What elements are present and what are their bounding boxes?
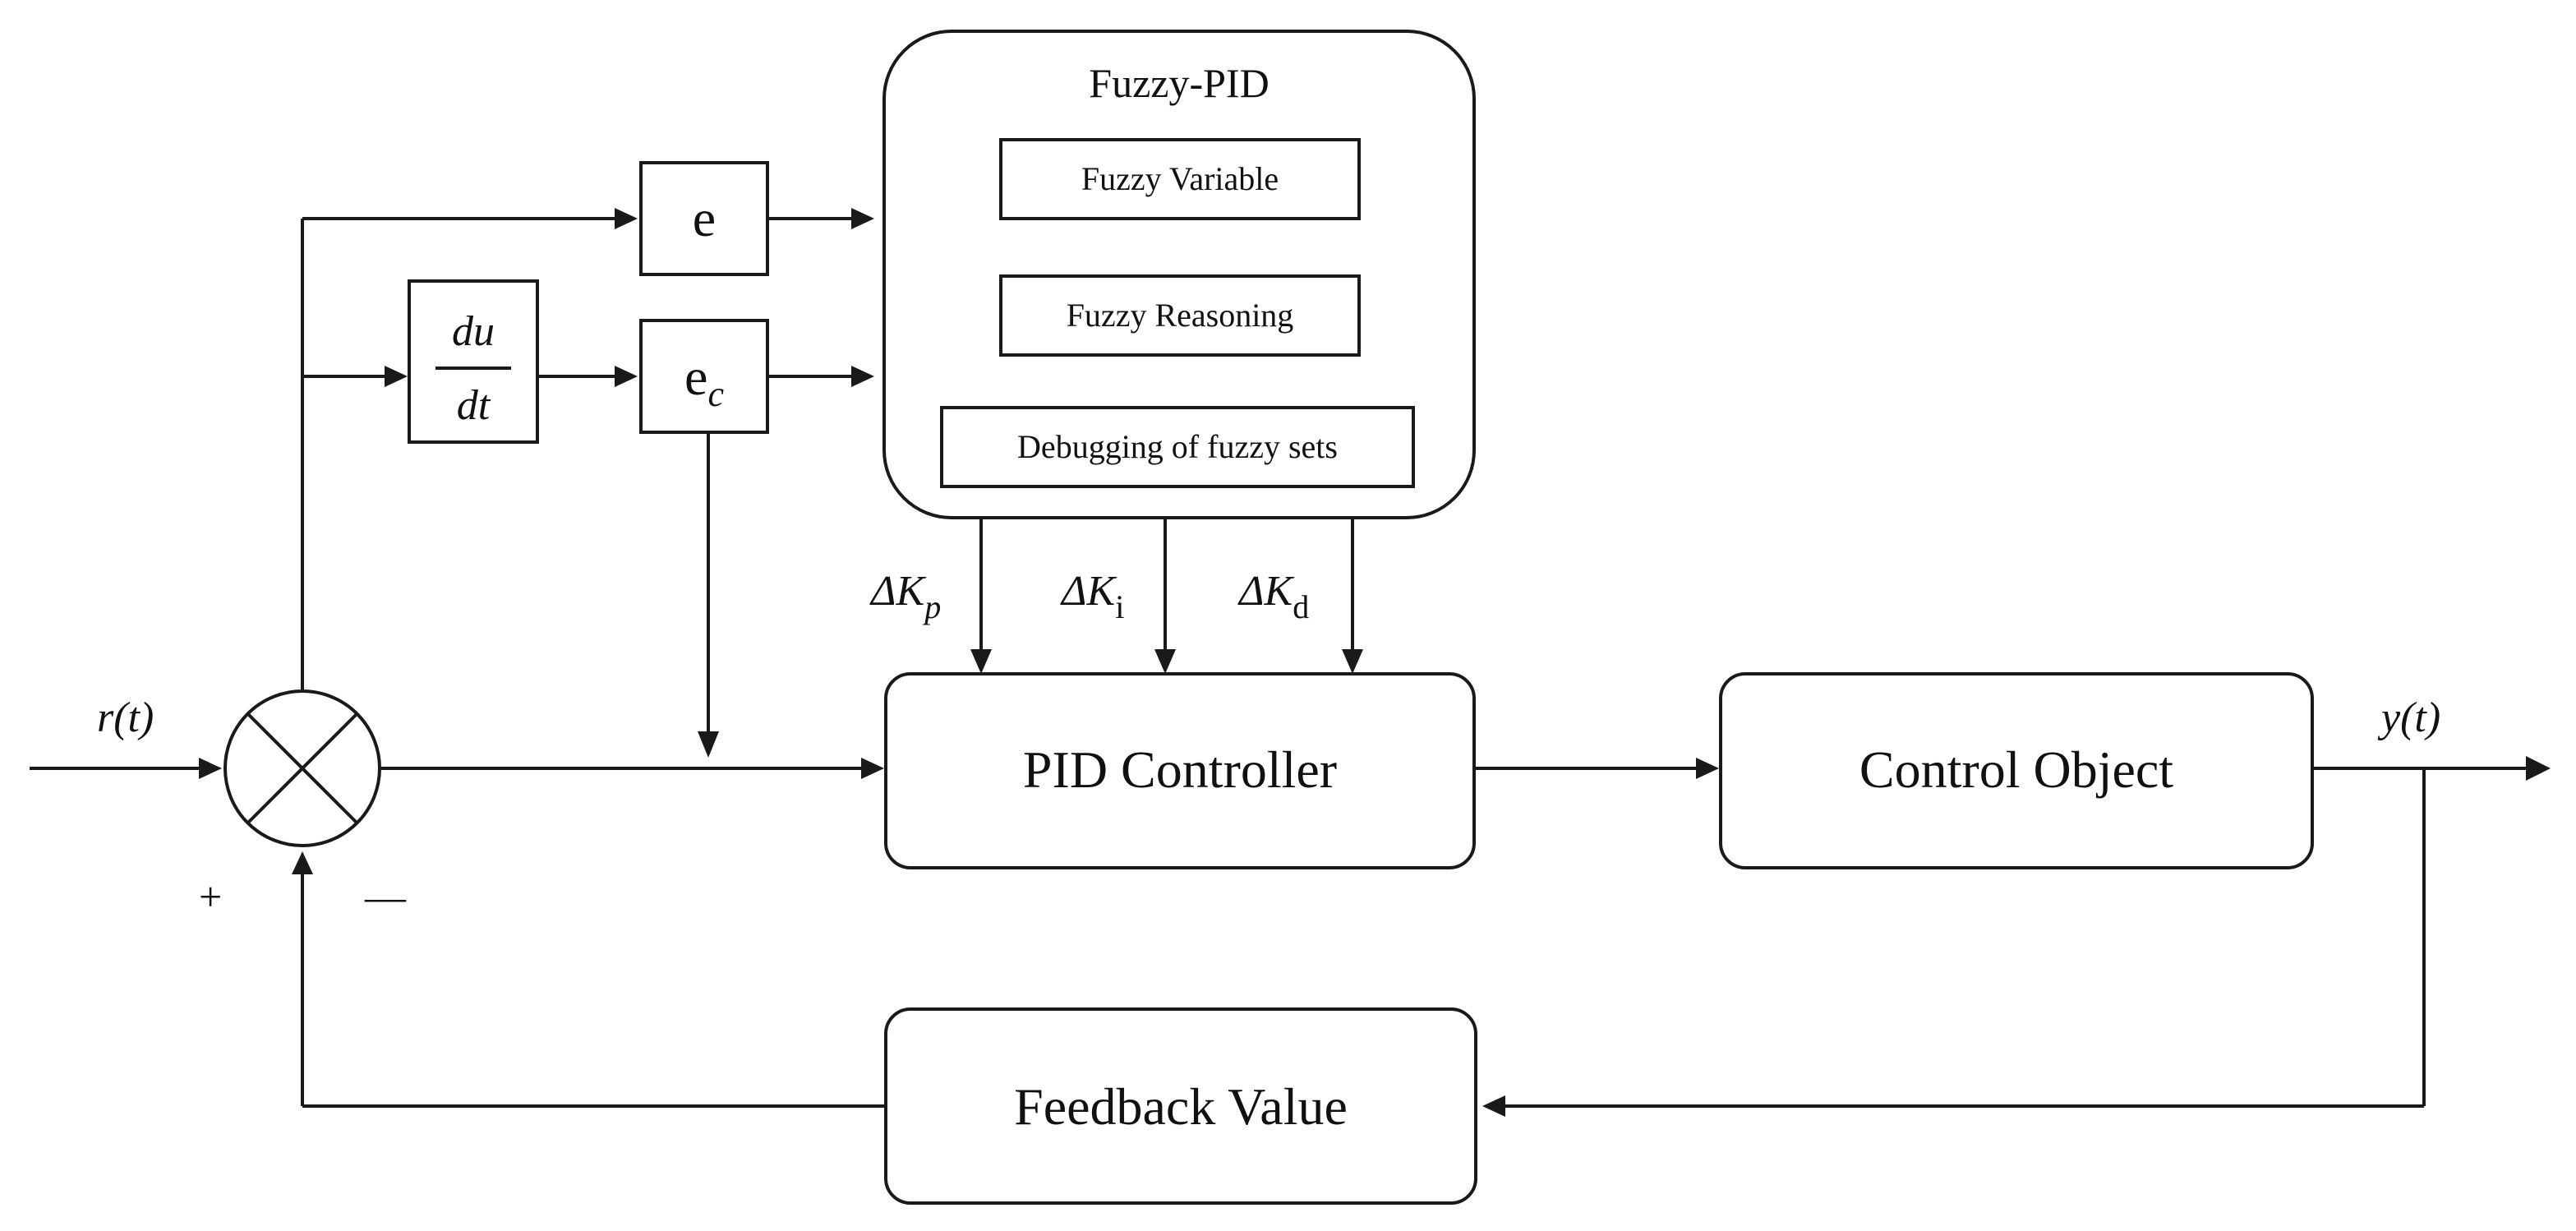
arrowhead-e-to-fuzzy — [851, 208, 874, 229]
arrowhead-ec-down — [698, 731, 719, 758]
arrowhead-to-e — [615, 208, 638, 229]
summing-junction — [223, 689, 381, 847]
fuzzy-step-2-label: Fuzzy Reasoning — [1067, 297, 1294, 334]
arrowhead-to-ec — [615, 366, 638, 387]
control-object-block: Control Object — [1719, 672, 2314, 869]
fuzzy-step-3-label: Debugging of fuzzy sets — [1017, 428, 1338, 465]
output-signal-label: y(t) — [2377, 694, 2440, 741]
arrowhead-kp — [970, 649, 992, 674]
fuzzy-pid-title: Fuzzy-PID — [1089, 60, 1269, 106]
gain-labels: ΔKp ΔKi ΔKd — [869, 568, 1309, 625]
gain-kd-label: ΔKd — [1237, 568, 1309, 625]
arrowhead-reference — [199, 758, 222, 779]
arrowhead-feedback-in — [1482, 1095, 1505, 1117]
arrowhead-pid-to-plant — [1696, 758, 1719, 779]
arrowhead-to-derivative — [385, 366, 408, 387]
minus-sign: — — [364, 874, 407, 920]
error-change-label: ec — [684, 348, 724, 414]
reference-signal-label: r(t) — [97, 694, 154, 741]
gain-ki-subscript: i — [1115, 588, 1124, 625]
derivative-denominator: dt — [457, 382, 491, 429]
error-change-block: ec — [639, 319, 769, 434]
feedback-label: Feedback Value — [1014, 1077, 1348, 1136]
gain-kd-subscript: d — [1293, 588, 1309, 625]
arrowhead-output — [2526, 756, 2551, 781]
gain-kp-label: ΔKp — [869, 568, 941, 625]
pid-controller-block: PID Controller — [884, 672, 1476, 869]
gain-kp-subscript: p — [922, 588, 941, 625]
error-change-subscript: c — [707, 374, 724, 414]
control-object-label: Control Object — [1859, 740, 2173, 799]
fuzzy-pid-block: Fuzzy-PID Fuzzy Variable Fuzzy Reasoning… — [882, 30, 1476, 519]
arrowhead-ki — [1154, 649, 1176, 674]
arrowhead-feedback-up — [292, 851, 313, 874]
fuzzy-step-1-label: Fuzzy Variable — [1081, 160, 1279, 197]
derivative-numerator: du — [452, 308, 495, 355]
arrowhead-kd — [1342, 649, 1363, 674]
gain-ki-label: ΔKi — [1060, 568, 1124, 625]
pid-controller-label: PID Controller — [1023, 740, 1337, 799]
error-label: e — [693, 189, 716, 247]
arrowheads — [199, 208, 2551, 1117]
plus-sign: + — [199, 874, 222, 920]
arrowhead-ec-to-fuzzy — [851, 366, 874, 387]
fuzzy-step-2-box — [999, 274, 1361, 357]
error-block: e — [639, 161, 769, 276]
fuzzy-step-3-box — [940, 406, 1415, 488]
derivative-block: du dt — [408, 279, 539, 444]
arrowhead-error-to-pid — [861, 758, 884, 779]
feedback-block: Feedback Value — [884, 1007, 1477, 1205]
error-change-base: e — [684, 348, 707, 406]
fuzzy-step-1-box — [999, 138, 1361, 220]
